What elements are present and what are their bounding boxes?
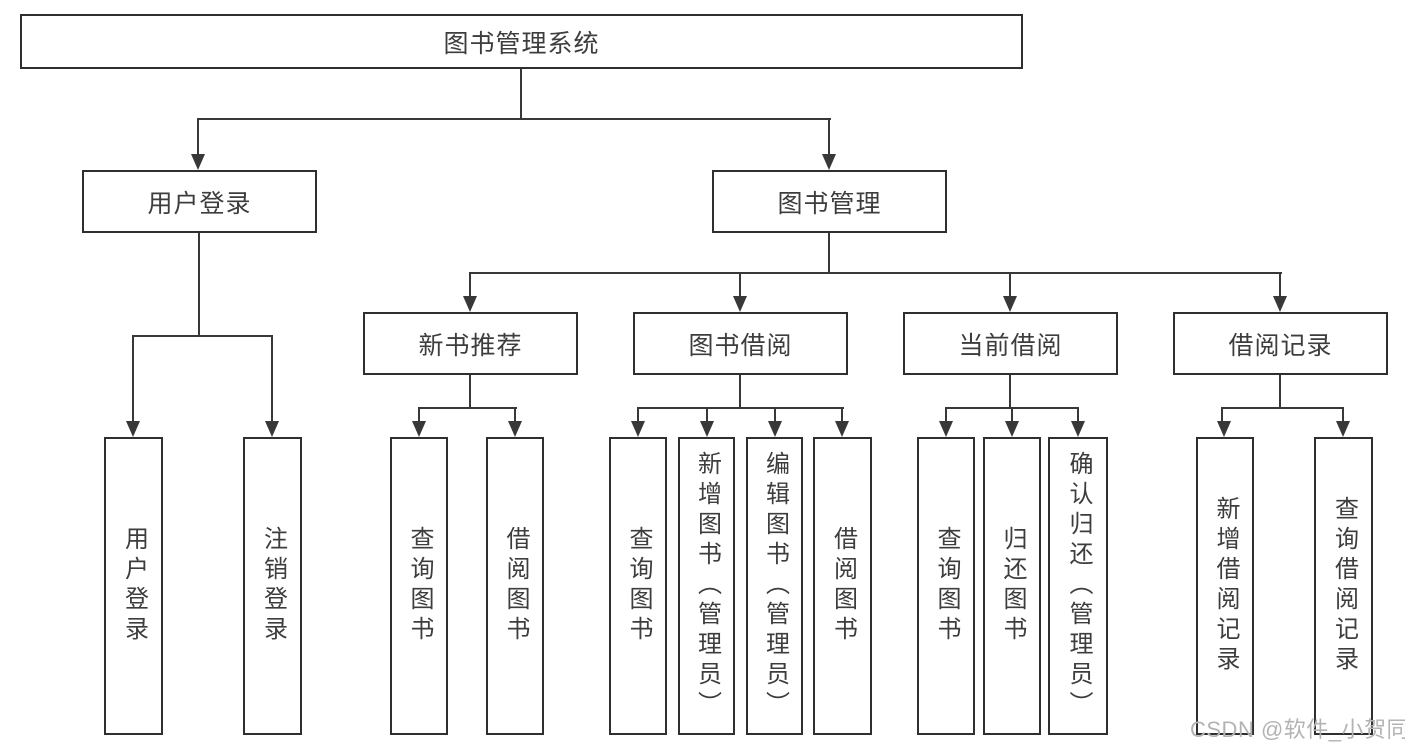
connector-line xyxy=(197,118,199,156)
connector-line xyxy=(198,233,200,337)
leaf-logout-login: 注销登录 xyxy=(243,437,302,735)
leaf-add-borrow-record: 新增借阅记录 xyxy=(1196,437,1254,735)
leaf-label: 查询图书 xyxy=(625,526,652,646)
connector-line xyxy=(1221,407,1344,409)
arrow-down-icon xyxy=(631,421,645,437)
leaf-label: 确认归还（管理员） xyxy=(1065,451,1092,721)
leaf-label: 新增借阅记录 xyxy=(1212,496,1239,676)
connector-line xyxy=(1221,407,1223,423)
leaf-query-books: 查询图书 xyxy=(609,437,667,735)
leaf-label: 借阅图书 xyxy=(502,526,529,646)
connector-line xyxy=(637,407,844,409)
leaf-label: 查询图书 xyxy=(933,526,960,646)
connector-line xyxy=(828,118,830,156)
node-new-book-recommend: 新书推荐 xyxy=(363,312,578,375)
connector-line xyxy=(132,335,134,423)
connector-line xyxy=(1342,407,1344,423)
connector-line xyxy=(520,69,522,120)
connector-line xyxy=(739,272,741,298)
node-borrow-records: 借阅记录 xyxy=(1173,312,1388,375)
connector-line xyxy=(1011,407,1013,423)
arrow-down-icon xyxy=(1005,421,1019,437)
leaf-label: 查询借阅记录 xyxy=(1330,496,1358,676)
leaf-borrow-books: 借阅图书 xyxy=(813,437,872,735)
connector-line xyxy=(514,407,516,423)
connector-line xyxy=(945,407,947,423)
leaf-user-login: 用户登录 xyxy=(104,437,163,735)
connector-line xyxy=(841,407,843,423)
connector-line xyxy=(828,233,830,274)
arrow-down-icon xyxy=(191,154,205,170)
leaf-confirm-return-admin: 确认归还（管理员） xyxy=(1048,437,1108,735)
connector-line xyxy=(637,407,639,423)
arrow-down-icon xyxy=(508,421,522,437)
arrow-down-icon xyxy=(822,154,836,170)
arrow-down-icon xyxy=(700,421,714,437)
connector-line xyxy=(1009,272,1011,298)
leaf-label: 编辑图书（管理员） xyxy=(761,451,789,721)
connector-line xyxy=(1279,375,1281,409)
connector-line xyxy=(706,407,708,423)
node-current-borrow: 当前借阅 xyxy=(903,312,1118,375)
leaf-label: 注销登录 xyxy=(259,526,287,646)
connector-line xyxy=(1279,272,1281,298)
connector-line xyxy=(739,375,741,409)
connector-line xyxy=(418,407,420,423)
leaf-label: 借阅图书 xyxy=(829,526,857,646)
leaf-return-books: 归还图书 xyxy=(983,437,1041,735)
connector-line xyxy=(469,272,471,298)
node-book-management: 图书管理 xyxy=(712,170,947,233)
arrow-down-icon xyxy=(768,421,782,437)
connector-line xyxy=(469,272,1282,274)
connector-line xyxy=(197,118,831,120)
arrow-down-icon xyxy=(265,421,279,437)
arrow-down-icon xyxy=(1336,421,1350,437)
arrow-down-icon xyxy=(733,296,747,312)
arrow-down-icon xyxy=(1003,296,1017,312)
leaf-edit-books-admin: 编辑图书（管理员） xyxy=(746,437,803,735)
arrow-down-icon xyxy=(1217,421,1231,437)
arrow-down-icon xyxy=(835,421,849,437)
leaf-query-books: 查询图书 xyxy=(917,437,975,735)
leaf-add-books-admin: 新增图书（管理员） xyxy=(678,437,735,735)
connector-line xyxy=(1009,375,1011,409)
connector-line xyxy=(774,407,776,423)
leaf-query-books: 查询图书 xyxy=(390,437,448,735)
connector-line xyxy=(1077,407,1079,423)
leaf-borrow-books: 借阅图书 xyxy=(486,437,544,735)
node-book-borrow: 图书借阅 xyxy=(633,312,848,375)
csdn-watermark: CSDN @软件_小贺同学 xyxy=(1190,717,1405,742)
leaf-label: 归还图书 xyxy=(999,526,1026,646)
connector-line xyxy=(469,375,471,409)
arrow-down-icon xyxy=(939,421,953,437)
leaf-label: 查询图书 xyxy=(406,526,433,646)
arrow-down-icon xyxy=(126,421,140,437)
connector-line xyxy=(418,407,517,409)
arrow-down-icon xyxy=(1071,421,1085,437)
connector-line xyxy=(132,335,273,337)
node-library-system: 图书管理系统 xyxy=(20,14,1023,69)
leaf-label: 新增图书（管理员） xyxy=(693,451,721,721)
arrow-down-icon xyxy=(1273,296,1287,312)
node-user-login: 用户登录 xyxy=(82,170,317,233)
arrow-down-icon xyxy=(412,421,426,437)
leaf-label: 用户登录 xyxy=(120,526,148,646)
arrow-down-icon xyxy=(463,296,477,312)
leaf-query-borrow-record: 查询借阅记录 xyxy=(1314,437,1373,735)
connector-line xyxy=(271,335,273,423)
